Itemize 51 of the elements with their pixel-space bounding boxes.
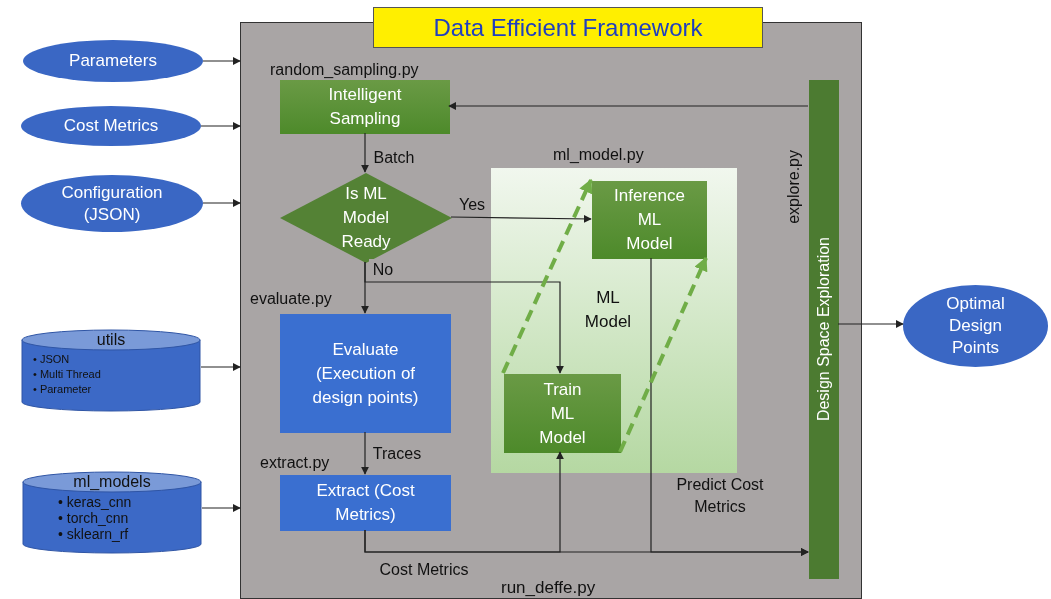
file-label: extract.py [260,453,330,473]
node-label: Cost Metrics [62,115,160,137]
node-label: Extract (Cost Metrics) [315,480,416,526]
node-label: Optimal Design Points [945,293,1006,359]
arrow [650,257,809,556]
process-box [280,475,451,531]
process-box [280,80,450,134]
decision-label: Is ML Model Ready [340,183,392,253]
arrow [364,261,564,374]
dashed-arrow [618,256,708,453]
node-label: Evaluate (Execution of design points) [311,338,420,409]
arrow [361,132,369,173]
arrow [364,451,564,553]
process-box [280,314,451,433]
arrow [448,102,809,110]
arrow [200,363,241,371]
arrow [450,214,592,223]
database-cylinder [21,328,201,412]
arrow [202,57,241,65]
exploration-bar [809,80,839,579]
list-item: • sklearn_rf [58,526,130,542]
node-label: Inference ML Model [613,185,686,255]
list-item: • torch_cnn [58,510,130,526]
node-label: Train ML Model [538,378,587,449]
file-label: explore.py [784,150,803,224]
panel-title: ml_model.py [553,145,644,165]
arrow [201,504,241,512]
node-label: Parameters [68,50,158,72]
process-box [592,181,707,259]
arrow [200,122,241,130]
cylinder-title: utils [95,331,127,349]
process-box [504,374,621,453]
frame-label: run_deffe.py [501,578,596,598]
node-label: Configuration (JSON) [60,181,164,226]
dashed-arrow [501,178,593,374]
decision-diamond [280,173,452,263]
node-label: Intelligent Sampling [327,84,403,130]
arrow [837,320,904,328]
database-cylinder [22,470,202,554]
list-item: • keras_cnn [58,494,133,510]
bar-label: Design Space Exploration [814,237,833,422]
arrow [361,431,369,475]
list-item: • Parameter [33,382,93,397]
list-item: • Multi Thread [33,367,102,382]
file-label: random_sampling.py [270,60,419,80]
file-label: evaluate.py [250,289,332,309]
title-banner: Data Efficient Framework [373,7,763,48]
arrow [202,199,241,207]
cylinder-title: ml_models [72,473,152,491]
list-item: • JSON [33,352,71,367]
panel-label: ML Model [583,287,633,333]
